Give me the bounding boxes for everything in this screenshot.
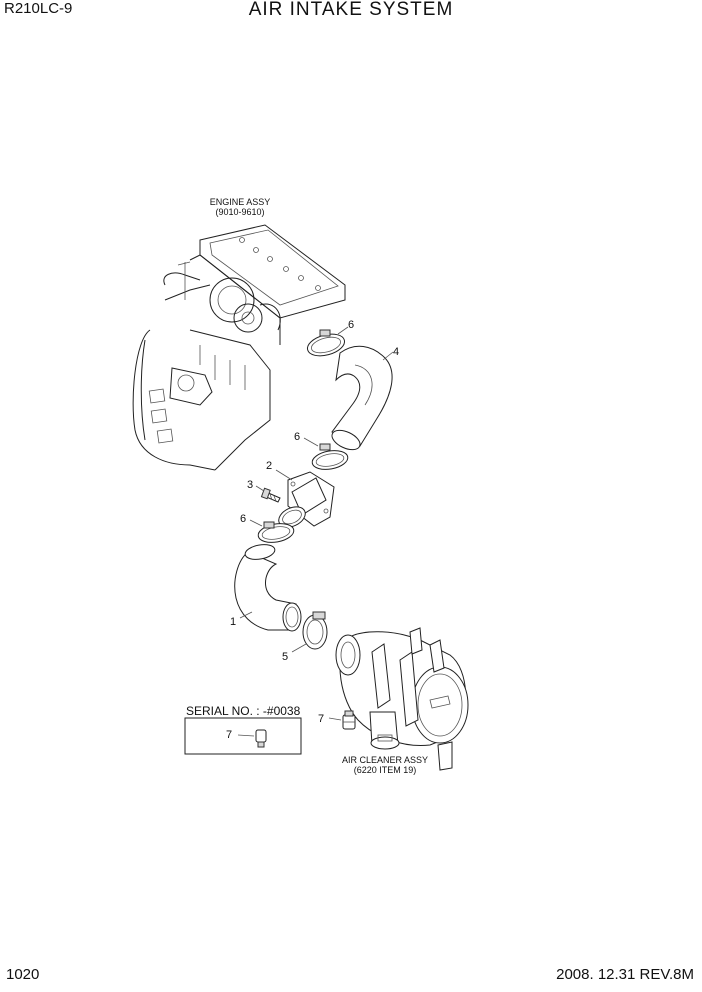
callout-2: 2 — [266, 460, 272, 472]
date-revision: 2008. 12.31 REV.8M — [556, 966, 694, 983]
bolt-3 — [260, 487, 281, 503]
model-label: R210LC-9 — [4, 0, 73, 17]
callout-3: 3 — [247, 479, 253, 491]
hose-clamp-5 — [302, 611, 328, 650]
hose-clamp-6-top — [306, 329, 346, 357]
callout-7: 7 — [318, 713, 324, 725]
callout-6-middle: 6 — [294, 431, 300, 443]
page-title: AIR INTAKE SYSTEM — [248, 0, 454, 20]
callout-6-lower: 6 — [240, 513, 246, 525]
vacuum-indicator-7 — [342, 710, 356, 730]
hose-clamp-6-lower — [257, 521, 295, 543]
air-cleaner-ref-line2: (6220 ITEM 19) — [354, 765, 417, 775]
engine-ref-line1: ENGINE ASSY — [210, 197, 271, 207]
engine-assembly — [132, 224, 346, 471]
callout-1: 1 — [230, 616, 236, 628]
pipe-adapter-2 — [278, 471, 335, 528]
hose-clamp-6-middle — [311, 443, 349, 470]
air-cleaner-ref-line1: AIR CLEANER ASSY — [342, 755, 428, 765]
page-number: 1020 — [6, 966, 40, 983]
engine-ref-line2: (9010-9610) — [215, 207, 264, 217]
callout-6-top: 6 — [348, 319, 354, 331]
callout-5: 5 — [282, 651, 288, 663]
air-cleaner-assembly — [335, 627, 469, 771]
serial-number-label: SERIAL NO. : -#0038 — [186, 704, 301, 718]
serial-box-callout-7: 7 — [226, 729, 232, 741]
intake-hose-1 — [234, 544, 302, 632]
serial-number-box — [184, 717, 302, 755]
callout-4: 4 — [393, 346, 399, 358]
intake-hose-4 — [331, 345, 393, 451]
